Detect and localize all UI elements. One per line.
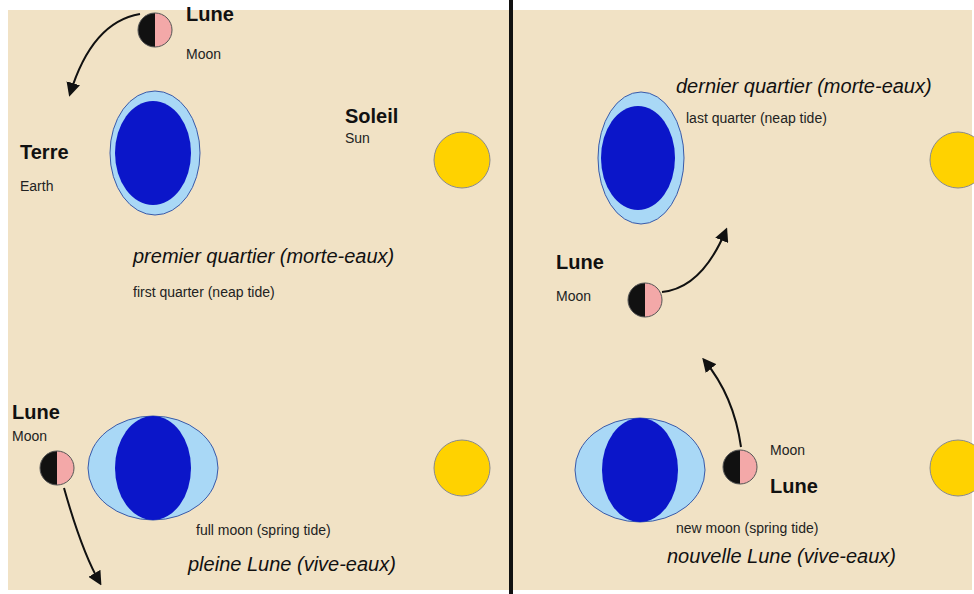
phase-caption: nouvelle Lune (vive-eaux) — [667, 544, 896, 568]
body-label: LuneMoon — [12, 400, 60, 445]
orbit-arrow — [70, 14, 140, 94]
body-label: LuneMoon — [556, 250, 604, 305]
divider — [509, 0, 513, 594]
phase-caption: dernier quartier (morte-eaux) — [676, 74, 932, 98]
earth — [601, 106, 675, 210]
sun — [930, 132, 974, 188]
body-name: Lune — [186, 2, 234, 26]
body-name: Terre — [20, 140, 69, 164]
body-name: Lune — [556, 250, 604, 274]
phase-caption: pleine Lune (vive-eaux) — [188, 552, 396, 576]
phase-caption: premier quartier (morte-eaux) — [133, 244, 394, 268]
orbit-arrow — [704, 360, 741, 447]
earth — [115, 101, 191, 205]
background — [8, 10, 972, 590]
phase-caption-en: new moon (spring tide) — [676, 520, 818, 537]
body-name-en: Moon — [12, 428, 47, 445]
body-name: Lune — [12, 400, 60, 424]
moon — [138, 13, 172, 47]
tide-bulge — [110, 91, 200, 215]
orbit-arrow — [64, 488, 100, 583]
tide-bulge — [575, 418, 705, 522]
body-name: Lune — [770, 474, 818, 498]
body-label: LuneMoon — [186, 2, 234, 63]
body-name: Soleil — [345, 104, 398, 128]
moon — [628, 283, 662, 317]
sun — [930, 440, 974, 496]
body-name-en: Moon — [556, 288, 591, 305]
phase-caption-en: full moon (spring tide) — [196, 522, 331, 539]
moon — [723, 450, 757, 484]
body-label: TerreEarth — [20, 140, 69, 195]
tide-bulge — [88, 416, 218, 520]
body-name-en: Earth — [20, 178, 53, 195]
orbit-arrow — [662, 230, 726, 292]
moon — [40, 451, 74, 485]
body-name-en: Moon — [186, 46, 221, 63]
sun — [434, 132, 490, 188]
body-name-en: Sun — [345, 130, 370, 147]
body-label: SoleilSun — [345, 104, 398, 147]
phase-caption-en: first quarter (neap tide) — [133, 284, 275, 301]
tide-bulge — [598, 92, 684, 224]
earth — [115, 416, 191, 520]
body-name-en: Moon — [770, 442, 805, 459]
earth — [602, 418, 678, 522]
body-label: MoonLune — [770, 442, 818, 498]
phase-caption-en: last quarter (neap tide) — [686, 110, 827, 127]
sun — [434, 440, 490, 496]
